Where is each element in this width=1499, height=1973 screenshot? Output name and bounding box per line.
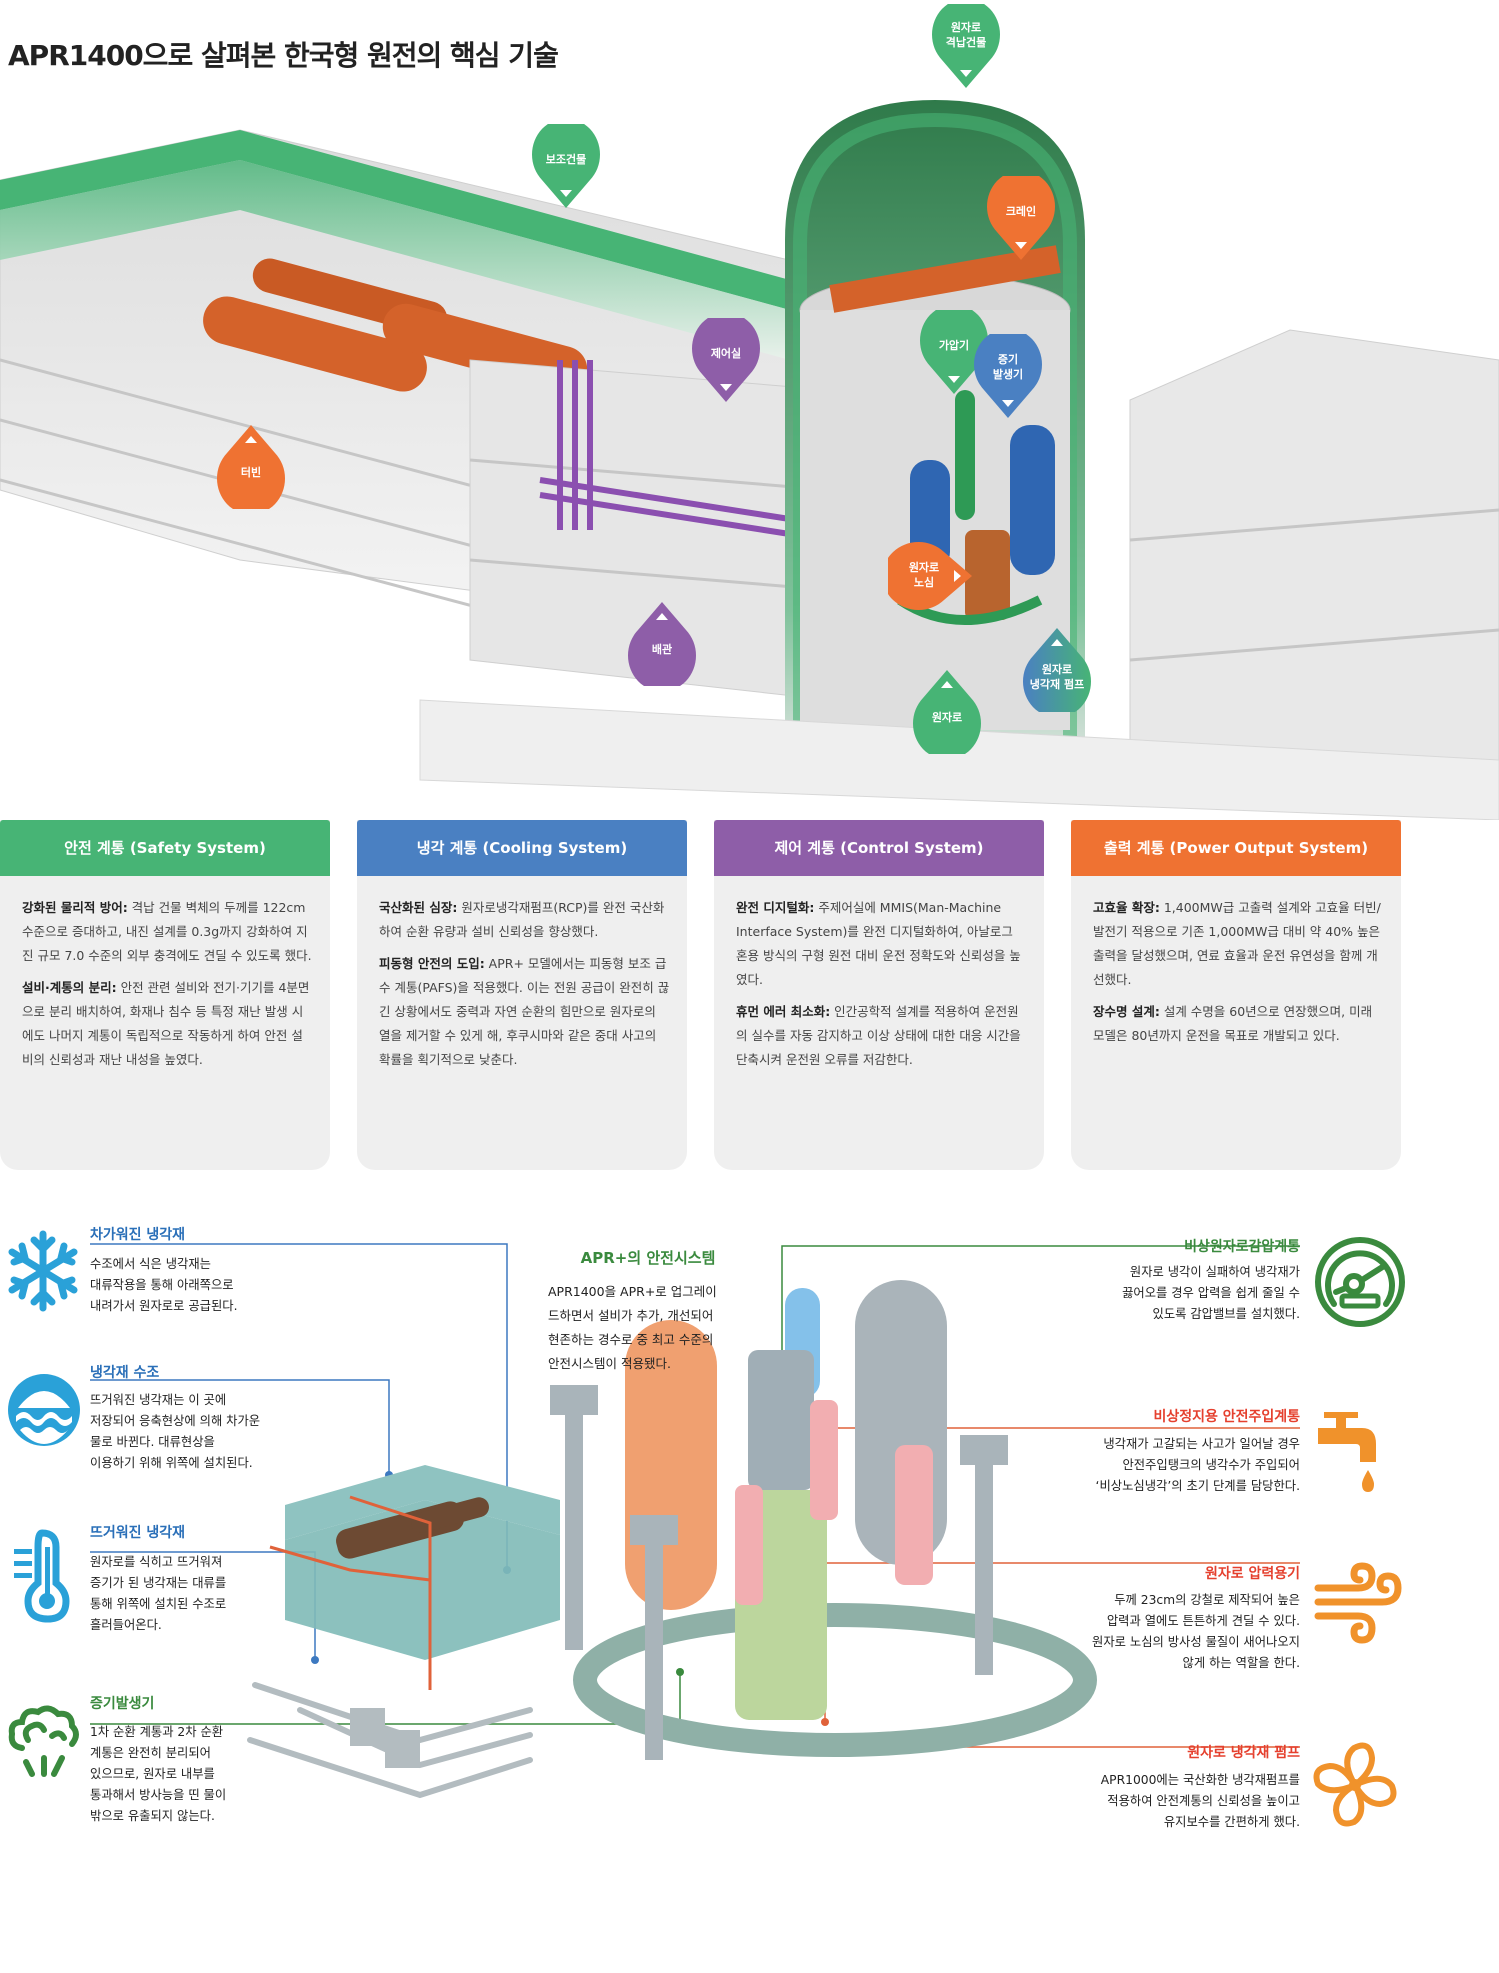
card-header: 안전 계통 (Safety System) xyxy=(0,820,330,876)
left-item-title: 뜨거워진 냉각재 xyxy=(90,1525,186,1541)
pressure-gauge-icon xyxy=(1315,1237,1405,1327)
right-item-title: 원자로 압력용기 xyxy=(1204,1566,1300,1582)
pin-control-room[interactable]: 제어실 xyxy=(690,318,762,404)
card-item: 국산화된 심장: 원자로냉각재펌프(RCP)를 완전 국산화하여 순환 유량과 … xyxy=(379,900,665,939)
pin-marker-shape xyxy=(628,602,696,686)
pin-label: 보조건물 xyxy=(545,153,587,166)
pin-label: 크레인 xyxy=(1005,205,1037,218)
card-safety-system: 안전 계통 (Safety System) 강화된 물리적 방어: 격납 건물 … xyxy=(0,820,330,1170)
pin-marker-shape xyxy=(932,4,1000,88)
right-item-title: 비상정지용 안전주입계통 xyxy=(1153,1409,1300,1425)
card-item: 고효율 확장: 1,400MW급 고출력 설계와 고효율 터빈/발전기 적용으로… xyxy=(1093,900,1381,987)
card-cooling-system: 냉각 계통 (Cooling System) 국산화된 심장: 원자로냉각재펌프… xyxy=(357,820,687,1170)
thermometer-icon xyxy=(14,1529,70,1623)
pin-auxiliary-building[interactable]: 보조건물 xyxy=(530,124,602,210)
faucet-icon xyxy=(1318,1412,1376,1492)
card-item: 휴먼 에러 최소화: 인간공학적 설계를 적용하여 운전원의 실수를 자동 감지… xyxy=(736,1004,1021,1067)
card-item: 장수명 설계: 설계 수명을 60년으로 연장했으며, 미래 모델은 80년까지… xyxy=(1093,1004,1373,1043)
pin-marker-shape xyxy=(692,318,760,402)
card-control-system: 제어 계통 (Control System) 완전 디지털화: 주제어실에 MM… xyxy=(714,820,1044,1170)
pin-turbine[interactable]: 터빈 xyxy=(215,423,287,509)
pin-marker-shape xyxy=(532,124,600,208)
card-header: 제어 계통 (Control System) xyxy=(714,820,1044,876)
page-title: APR1400으로 살펴본 한국형 원전의 핵심 기술 xyxy=(8,39,559,72)
left-item-title: 냉각재 수조 xyxy=(90,1365,160,1381)
card-header: 출력 계통 (Power Output System) xyxy=(1071,820,1401,876)
plant-cutaway-illustration xyxy=(0,100,1499,820)
left-item-title: 증기발생기 xyxy=(90,1696,155,1712)
support-pillars xyxy=(550,1385,1008,1760)
card-header: 냉각 계통 (Cooling System) xyxy=(357,820,687,876)
left-item-title: 차가워진 냉각재 xyxy=(90,1227,186,1243)
pin-label: 원자로 xyxy=(931,711,963,724)
pin-marker-shape xyxy=(920,310,988,394)
card-item: 피동형 안전의 도입: APR+ 모델에서는 피동형 보조 급수 계통(PAFS… xyxy=(379,956,670,1067)
pin-label: 가압기 xyxy=(938,339,970,352)
card-item: 완전 디지털화: 주제어실에 MMIS(Man-Machine Interfac… xyxy=(736,900,1021,987)
coolant-tank-illustration xyxy=(269,1465,560,1690)
pin-marker-shape xyxy=(913,670,981,754)
connector-cold-coolant xyxy=(90,1243,508,1570)
water-tank-icon xyxy=(8,1374,80,1446)
pin-marker-shape xyxy=(217,425,285,509)
fan-icon xyxy=(1313,1742,1397,1827)
pin-marker-shape xyxy=(882,542,972,610)
card-power-output-system: 출력 계통 (Power Output System) 고효율 확장: 1,40… xyxy=(1071,820,1401,1170)
right-item-title: 비상원자로감압계통 xyxy=(1184,1239,1300,1255)
containment-building xyxy=(785,100,1085,787)
snowflake-icon xyxy=(8,1230,78,1312)
pin-label: 터빈 xyxy=(240,466,262,479)
valves-illustration xyxy=(350,1708,420,1768)
wind-icon xyxy=(1314,1562,1402,1644)
pin-label: 배관 xyxy=(651,643,673,656)
pin-marker-shape xyxy=(987,176,1055,260)
center-title: APR+의 안전시스템 xyxy=(580,1249,716,1267)
connector-coolant-tank xyxy=(90,1379,390,1475)
pin-marker-shape xyxy=(1023,628,1091,712)
right-building xyxy=(1129,329,1499,801)
pin-pressurizer[interactable]: 가압기 xyxy=(918,310,990,396)
apr-plus-safety-diagram xyxy=(90,1243,1300,1799)
pin-marker-shape xyxy=(974,334,1042,418)
card-item: 강화된 물리적 방어: 격납 건물 벽체의 두께를 122cm 수준으로 증대하… xyxy=(22,900,312,963)
pin-reactor[interactable]: 원자로 xyxy=(911,668,983,754)
card-item: 설비·계통의 분리: 안전 관련 설비와 전기·기기를 4분면으로 분리 배치하… xyxy=(22,980,310,1067)
ring-header-illustration xyxy=(573,1603,1097,1757)
coolant-pumps-illustration xyxy=(735,1400,933,1605)
pin-label: 제어실 xyxy=(710,347,742,360)
pin-crane[interactable]: 크레인 xyxy=(985,176,1057,262)
pin-piping[interactable]: 배관 xyxy=(626,600,698,686)
reactor-head-illustration xyxy=(748,1350,814,1490)
steam-cloud-icon xyxy=(8,1705,79,1777)
right-item-title: 원자로 냉각재 펌프 xyxy=(1187,1745,1300,1761)
